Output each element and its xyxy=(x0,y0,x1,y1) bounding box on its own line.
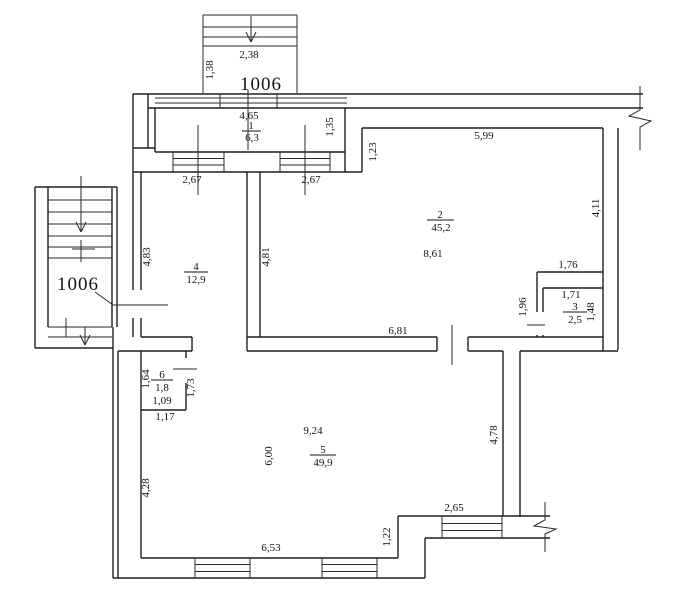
room4-area: 12,9 xyxy=(186,274,206,286)
dim-niche-width: 1,76 xyxy=(558,259,578,271)
window-room4 xyxy=(172,152,225,172)
dim-room2-notch: 1,23 xyxy=(367,142,379,162)
room6-area: 1,8 xyxy=(155,382,169,394)
dim-bottom-step: 1,22 xyxy=(381,527,393,546)
room2-area: 45,2 xyxy=(431,222,450,234)
dim-balcony-door-window: 2,65 xyxy=(444,502,464,514)
dim-room3-left: 1,96 xyxy=(517,297,529,317)
dim-room5-left: 4,28 xyxy=(140,478,152,498)
leader-lines xyxy=(65,90,545,370)
top-entry-block xyxy=(202,14,298,93)
dim-room5-inner: 6,00 xyxy=(263,446,275,466)
room4-number: 4 xyxy=(193,261,199,273)
dim-room6-right: 1,73 xyxy=(185,378,197,398)
room5-number: 5 xyxy=(320,444,326,456)
stair-steps xyxy=(48,199,112,338)
loggia-glazing xyxy=(155,94,347,108)
room1-area: 6,3 xyxy=(245,132,259,144)
break-symbol-top-right xyxy=(627,86,653,150)
stair-direction-arrows xyxy=(72,176,95,346)
apartment-number-top: 1006 xyxy=(240,74,282,95)
room5-area: 49,9 xyxy=(313,457,333,469)
dim-room1-depth: 1,35 xyxy=(324,117,336,137)
dim-balcony-depth: 1,38 xyxy=(204,60,216,80)
room3-number: 3 xyxy=(572,301,578,313)
window-room2 xyxy=(279,152,331,172)
walls xyxy=(34,93,643,579)
room1-number: 1 xyxy=(248,120,254,132)
dim-room4-left: 4,83 xyxy=(141,247,153,267)
room3-area: 2,5 xyxy=(568,314,582,326)
dim-room6-inner: 1,09 xyxy=(152,395,172,407)
window-bottom-left xyxy=(194,558,251,578)
room-fraction-lines xyxy=(151,130,587,456)
dim-room2-window: 2,67 xyxy=(301,174,321,186)
dim-room1-width: 4,65 xyxy=(239,110,259,122)
dim-room5-bottom: 6,53 xyxy=(261,542,281,554)
dim-room4-window: 2,67 xyxy=(182,174,202,186)
top-entry-arrow xyxy=(245,16,257,43)
window-bottom-right xyxy=(441,516,503,538)
dim-balcony-width: 2,38 xyxy=(239,49,259,61)
apartment-number-left: 1006 xyxy=(57,274,99,295)
dim-room2-bottom: 6,81 xyxy=(388,325,407,337)
dim-room5-right: 4,78 xyxy=(488,425,500,445)
dim-room2-width: 8,61 xyxy=(423,248,442,260)
dim-room2-top: 5,99 xyxy=(474,130,494,142)
break-symbol-bottom-right xyxy=(532,502,558,552)
dim-room6-left: 1,64 xyxy=(140,369,152,389)
window-bottom-mid xyxy=(321,558,378,578)
room2-number: 2 xyxy=(437,209,443,221)
dim-room3-top: 1,71 xyxy=(561,289,580,301)
dim-room5-top: 9,24 xyxy=(303,425,323,437)
dim-room2-right: 4,11 xyxy=(590,199,602,218)
dim-room2-left: 4,81 xyxy=(260,247,272,266)
room6-number: 6 xyxy=(159,369,165,381)
dim-room6-outer: 1,17 xyxy=(155,411,175,423)
dim-room3-right: 1,48 xyxy=(585,302,597,322)
